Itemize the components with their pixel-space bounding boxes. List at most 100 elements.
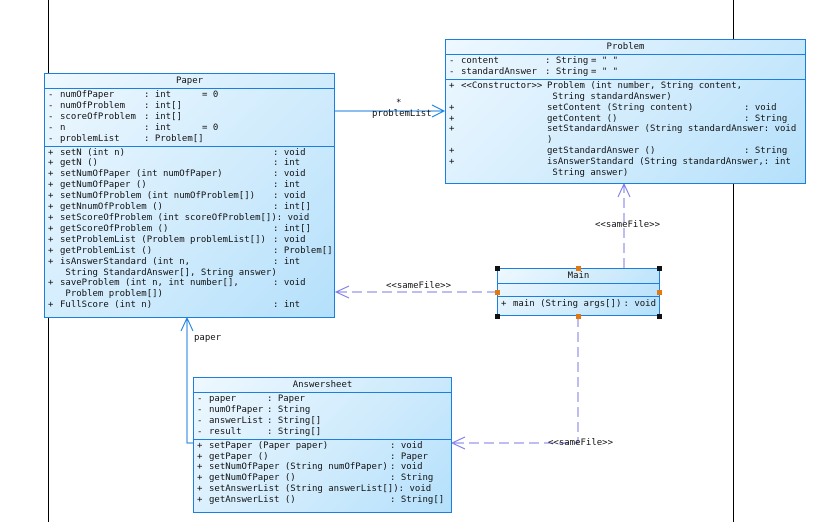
operation-signature: String answer) [547, 168, 629, 179]
attribute-name: numOfProblem [60, 100, 126, 111]
visibility-marker: + [48, 234, 54, 245]
operation-row[interactable]: +main (String args[]): void [501, 299, 656, 310]
operation-row[interactable]: +setProblemList (Problem problemList[]):… [48, 235, 331, 246]
operation-signature: getNumOfPaper () [209, 473, 296, 484]
operation-signature: Problem (int number, String content, [547, 80, 743, 91]
association-answersheet-paper[interactable] [180, 316, 194, 444]
operation-row-continuation[interactable]: Problem problem[]) [48, 289, 331, 300]
operation-row[interactable]: +getNnumOfProblem (): int[] [48, 202, 331, 213]
operation-signature: getPaper () [209, 451, 269, 462]
operation-row[interactable]: +setScoreOfProblem (int scoreOfProblem[]… [48, 213, 331, 224]
attribute-row[interactable]: -paper: Paper [197, 394, 448, 405]
operation-signature: setScoreOfProblem (int scoreOfProblem[]) [60, 212, 277, 223]
attribute-row[interactable]: -numOfProblem: int[] [48, 101, 331, 112]
operation-signature: getN () [60, 158, 98, 169]
operation-row[interactable]: +getContent (): String [449, 114, 802, 125]
dependency-main-problem[interactable] [617, 182, 631, 268]
class-answersheet[interactable]: Answersheet -paper: Paper-numOfPaper: St… [193, 377, 452, 513]
operation-signature: setPaper (Paper paper) [209, 440, 329, 451]
operation-row[interactable]: +getNumOfPaper (): int [48, 180, 331, 191]
operation-return-type: : void [390, 462, 423, 473]
attribute-name: n [60, 122, 66, 133]
attribute-name: answerList [209, 415, 264, 426]
visibility-marker [449, 135, 461, 146]
selection-handle[interactable] [657, 290, 662, 295]
attribute-row[interactable]: -scoreOfProblem: int[] [48, 112, 331, 123]
class-paper[interactable]: Paper -numOfPaper: int= 0-numOfProblem: … [44, 73, 335, 318]
operation-row[interactable]: +setNumOfPaper (String numOfPaper): void [197, 462, 448, 473]
operation-row[interactable]: +setNumOfPaper (int numOfPaper): void [48, 169, 331, 180]
operation-return-type: : int[] [273, 202, 311, 213]
attribute-default: = " " [591, 66, 619, 77]
selection-handle[interactable] [495, 266, 500, 271]
operation-row-continuation[interactable]: String answer) [449, 168, 802, 179]
operation-row[interactable]: +getProblemList (): Problem[] [48, 246, 333, 257]
association-paper-problem[interactable] [334, 104, 446, 118]
attribute-row[interactable]: -numOfPaper: String [197, 405, 448, 416]
operation-row[interactable]: +setPaper (Paper paper): void [197, 441, 448, 452]
operation-row[interactable]: +getPaper (): Paper [197, 452, 448, 463]
visibility-marker: + [48, 180, 54, 191]
operation-row[interactable]: +getStandardAnswer (): String [449, 146, 802, 157]
class-name: Answersheet [194, 378, 451, 393]
visibility-marker: + [48, 223, 54, 234]
operation-row[interactable]: +isAnswerStandard (String standardAnswer… [449, 157, 802, 168]
operation-row[interactable]: +FullScore (int n): int [48, 300, 331, 311]
operation-row-continuation[interactable]: ) [449, 135, 802, 146]
operation-row[interactable]: +setStandardAnswer (String standardAnswe… [449, 124, 802, 135]
attribute-row[interactable]: -result: String[] [197, 427, 448, 438]
operation-row[interactable]: +setNumOfProblem (int numOfProblem[]): v… [48, 191, 331, 202]
operation-row[interactable]: +getN (): int [48, 158, 331, 169]
class-problem[interactable]: Problem -content: String= " "-standardAn… [445, 39, 806, 184]
class-name: Problem [446, 40, 805, 55]
selection-handle[interactable] [495, 314, 500, 319]
stereotype-label-main-paper: <<sameFile>> [386, 281, 452, 291]
operation-signature: getContent () [547, 113, 618, 124]
operation-return-type [744, 168, 802, 179]
operation-signature: saveProblem (int n, int number[], [60, 278, 239, 289]
operation-row-continuation[interactable]: String StandardAnswer[], String answer) [48, 268, 331, 279]
attribute-row[interactable]: -standardAnswer: String= " " [449, 67, 802, 78]
visibility-marker: + [501, 299, 507, 309]
attribute-type: : Problem[] [144, 133, 204, 144]
attribute-name: problemList [60, 133, 120, 144]
visibility-marker: + [197, 440, 203, 451]
attribute-row[interactable]: -n: int= 0 [48, 123, 331, 134]
operation-return-type [273, 289, 331, 300]
dependency-main-paper[interactable] [334, 285, 497, 299]
operation-row[interactable]: +isAnswerStandard (int n,: int [48, 257, 331, 268]
selection-handle[interactable] [576, 266, 581, 271]
selection-handle[interactable] [657, 314, 662, 319]
operation-row[interactable]: +setN (int n): void [48, 148, 331, 159]
selection-handle[interactable] [576, 314, 581, 319]
operation-row[interactable]: +getAnswerList (): String[] [197, 495, 448, 506]
visibility-marker: + [48, 256, 54, 267]
operations-section: +<<Constructor>>Problem (int number, Str… [446, 78, 805, 180]
operation-stereotype [461, 157, 547, 168]
attribute-type: : String[] [267, 426, 322, 437]
operation-row[interactable]: +getScoreOfProblem (): int[] [48, 224, 331, 235]
selection-handle[interactable] [495, 290, 500, 295]
attribute-row[interactable]: -content: String= " " [449, 56, 802, 67]
operation-row[interactable]: +saveProblem (int n, int number[],: void [48, 278, 331, 289]
attribute-row[interactable]: -answerList: String[] [197, 416, 448, 427]
dependency-main-answersheet[interactable] [450, 317, 579, 450]
attribute-row[interactable]: -problemList: Problem[] [48, 134, 331, 145]
attribute-name: content [461, 56, 499, 66]
visibility-marker: + [48, 169, 54, 180]
visibility-marker: - [48, 122, 54, 133]
operation-row-continuation[interactable]: String standardAnswer) [449, 92, 802, 103]
operation-row[interactable]: +setContent (String content): void [449, 103, 802, 114]
attribute-row[interactable]: -numOfPaper: int= 0 [48, 90, 331, 101]
visibility-marker: - [48, 111, 54, 122]
attribute-type: : int [144, 122, 172, 133]
operation-return-type: : int [273, 256, 301, 267]
operation-stereotype: <<Constructor>> [461, 80, 543, 91]
operation-return-type: : void [273, 147, 306, 158]
operation-row[interactable]: +getNumOfPaper (): String [197, 473, 448, 484]
operation-row[interactable]: +setAnswerList (String answerList[]): vo… [197, 484, 448, 495]
selection-handle[interactable] [657, 266, 662, 271]
class-main[interactable]: Main +main (String args[]): void [497, 268, 660, 316]
role-label-problemlist: problemList [372, 109, 432, 119]
operation-row[interactable]: +<<Constructor>>Problem (int number, Str… [449, 81, 802, 92]
